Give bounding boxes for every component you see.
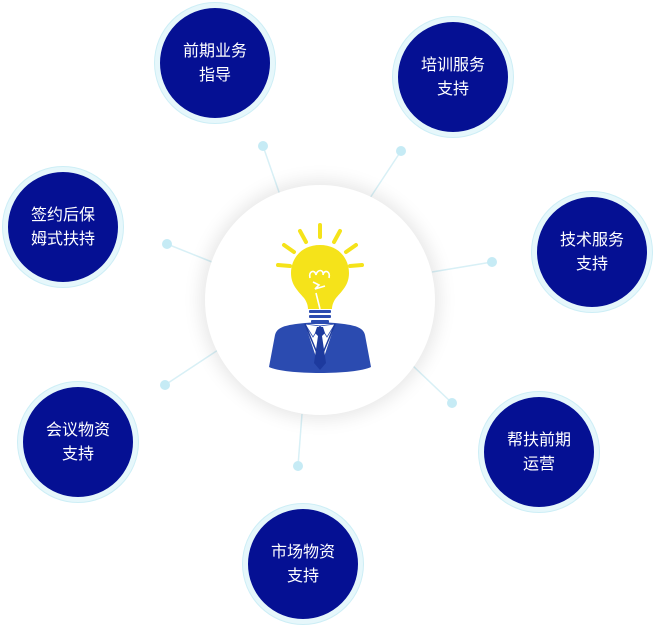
bulb-rays [276, 223, 364, 268]
node-label-line2: 支持 [286, 566, 319, 585]
connector-dot [293, 461, 303, 471]
connector-line [297, 413, 303, 467]
connector-dot [258, 141, 268, 151]
node-label: 前期业务 指导 [173, 39, 257, 87]
node-label: 培训服务 支持 [411, 53, 495, 101]
connector-group-5 [293, 413, 303, 471]
node-post-signing-nanny-support: 签约后保 姆式扶持 [3, 167, 123, 287]
node-label: 会议物资 支持 [36, 418, 120, 466]
lightbulb-head-businessman-icon [269, 223, 371, 373]
connector-group-4 [411, 364, 457, 408]
connector-line [262, 145, 281, 196]
node-label: 签约后保 姆式扶持 [21, 203, 105, 251]
connector-line [411, 364, 453, 404]
node-label-line1: 培训服务 [420, 55, 485, 74]
node-label-line2: 支持 [575, 254, 608, 273]
node-label-line1: 帮扶前期 [506, 430, 571, 449]
node-pre-business-guidance: 前期业务 指导 [155, 3, 275, 123]
connector-group-3 [431, 257, 497, 273]
connector-group-7 [162, 239, 213, 263]
node-label: 帮扶前期 运营 [497, 428, 581, 476]
node-marketing-materials: 市场物资 支持 [243, 504, 363, 624]
connector-group-2 [369, 146, 406, 199]
node-label-line2: 运营 [522, 454, 555, 473]
tie [314, 327, 326, 370]
connector-dot [396, 146, 406, 156]
connector-line [431, 261, 493, 273]
bulb-glass [291, 245, 349, 309]
node-training-support: 培训服务 支持 [393, 17, 513, 137]
node-label: 市场物资 支持 [261, 540, 345, 588]
node-label-line1: 技术服务 [559, 230, 624, 249]
node-technical-support: 技术服务 支持 [532, 192, 652, 312]
node-label-line2: 指导 [198, 65, 231, 84]
node-label-line2: 支持 [61, 444, 94, 463]
node-label-line1: 签约后保 [30, 205, 95, 224]
connector-dot [487, 257, 497, 267]
connector-line [166, 243, 213, 263]
connector-group-1 [258, 141, 281, 196]
node-label-line2: 支持 [436, 79, 469, 98]
bulb-filament [308, 269, 331, 310]
center-hub [205, 185, 435, 415]
node-label-line1: 会议物资 [45, 420, 110, 439]
node-label-line1: 市场物资 [270, 542, 335, 561]
node-label: 技术服务 支持 [550, 228, 634, 276]
connector-dot [447, 398, 457, 408]
connector-line [369, 150, 402, 199]
node-label-line2: 姆式扶持 [30, 229, 95, 248]
node-label-line1: 前期业务 [182, 41, 247, 60]
connector-line [164, 349, 219, 386]
connector-dot [160, 380, 170, 390]
connector-group-6 [160, 349, 219, 390]
node-meeting-materials: 会议物资 支持 [18, 382, 138, 502]
node-early-operation-help: 帮扶前期 运营 [479, 392, 599, 512]
connector-dot [162, 239, 172, 249]
